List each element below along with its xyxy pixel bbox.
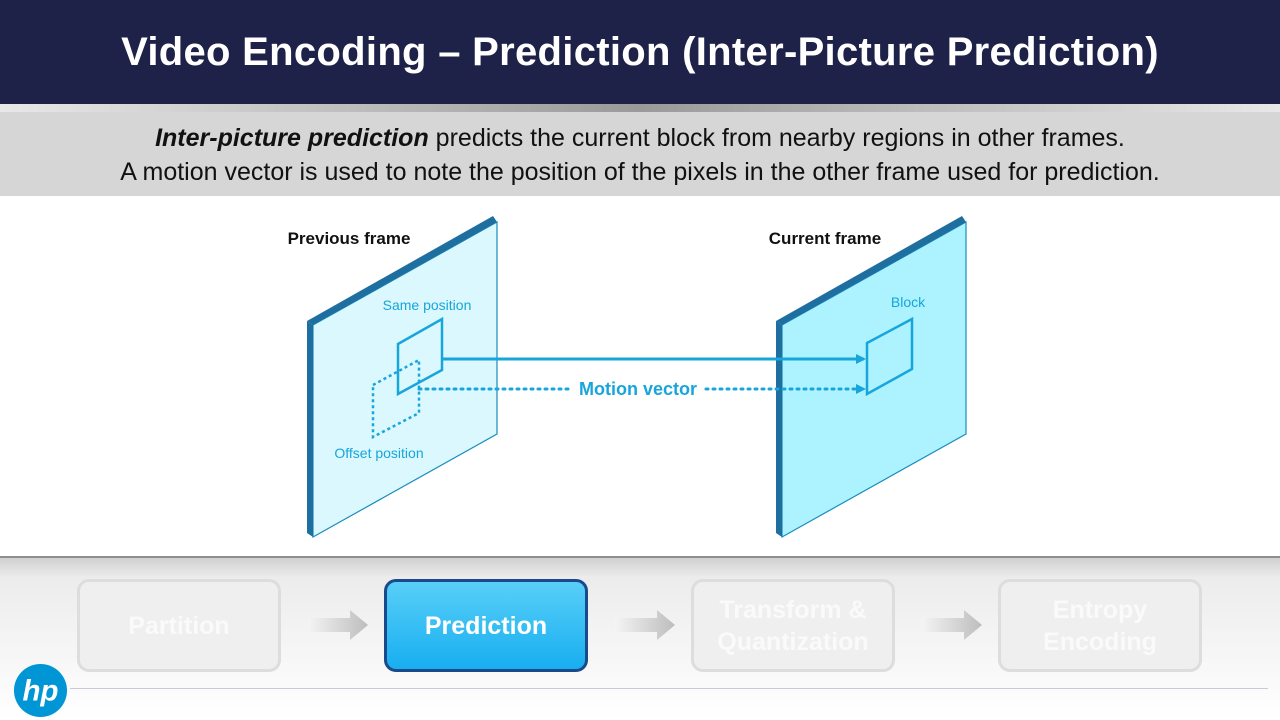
arrow-right-icon <box>922 610 982 640</box>
previous-frame-label: Previous frame <box>288 229 411 248</box>
subtitle-band: Inter-picture prediction predicts the cu… <box>0 112 1280 196</box>
step-partition-label: Partition <box>128 611 230 640</box>
arrow-right-icon <box>615 610 675 640</box>
title-bar: Video Encoding – Prediction (Inter-Pictu… <box>0 0 1280 104</box>
inter-prediction-diagram: Motion vector Previous frame Current fra… <box>288 216 967 539</box>
block-label: Block <box>891 294 926 310</box>
step-transform-label-2: Quantization <box>717 627 869 656</box>
current-block <box>865 316 914 397</box>
step-entropy-label-1: Entropy <box>1052 595 1148 624</box>
offset-position-block <box>371 357 421 440</box>
step-prediction: Prediction <box>384 579 588 672</box>
current-frame <box>776 216 967 539</box>
step-prediction-label: Prediction <box>424 611 548 640</box>
offset-position-label: Offset position <box>334 445 423 461</box>
subtitle-emphasis: Inter-picture prediction <box>155 124 429 152</box>
pipeline-band: Partition Prediction Transform & Quantiza… <box>0 558 1280 720</box>
current-frame-label: Current frame <box>769 229 881 248</box>
step-partition: Partition <box>77 579 281 672</box>
slide-title: Video Encoding – Prediction (Inter-Pictu… <box>121 30 1159 74</box>
same-position-label: Same position <box>383 297 472 313</box>
pipeline-divider <box>0 556 1280 559</box>
subtitle-line-1-text: predicts the current block from nearby r… <box>428 124 1125 152</box>
same-position-block <box>396 316 444 397</box>
arrow-right-icon <box>308 610 368 640</box>
subtitle-line-1: Inter-picture prediction predicts the cu… <box>0 124 1280 153</box>
title-divider <box>0 104 1280 112</box>
step-transform-quantization: Transform & Quantization <box>691 579 895 672</box>
step-entropy-label-2: Encoding <box>1043 627 1157 656</box>
step-transform-label-1: Transform & <box>719 595 867 624</box>
previous-frame <box>307 216 498 539</box>
subtitle-line-2: A motion vector is used to note the posi… <box>120 158 1160 186</box>
hp-logo: hp <box>13 663 68 718</box>
motion-vector-label: Motion vector <box>579 379 697 399</box>
footer-line <box>70 688 1268 689</box>
hp-logo-text: hp <box>23 674 59 707</box>
